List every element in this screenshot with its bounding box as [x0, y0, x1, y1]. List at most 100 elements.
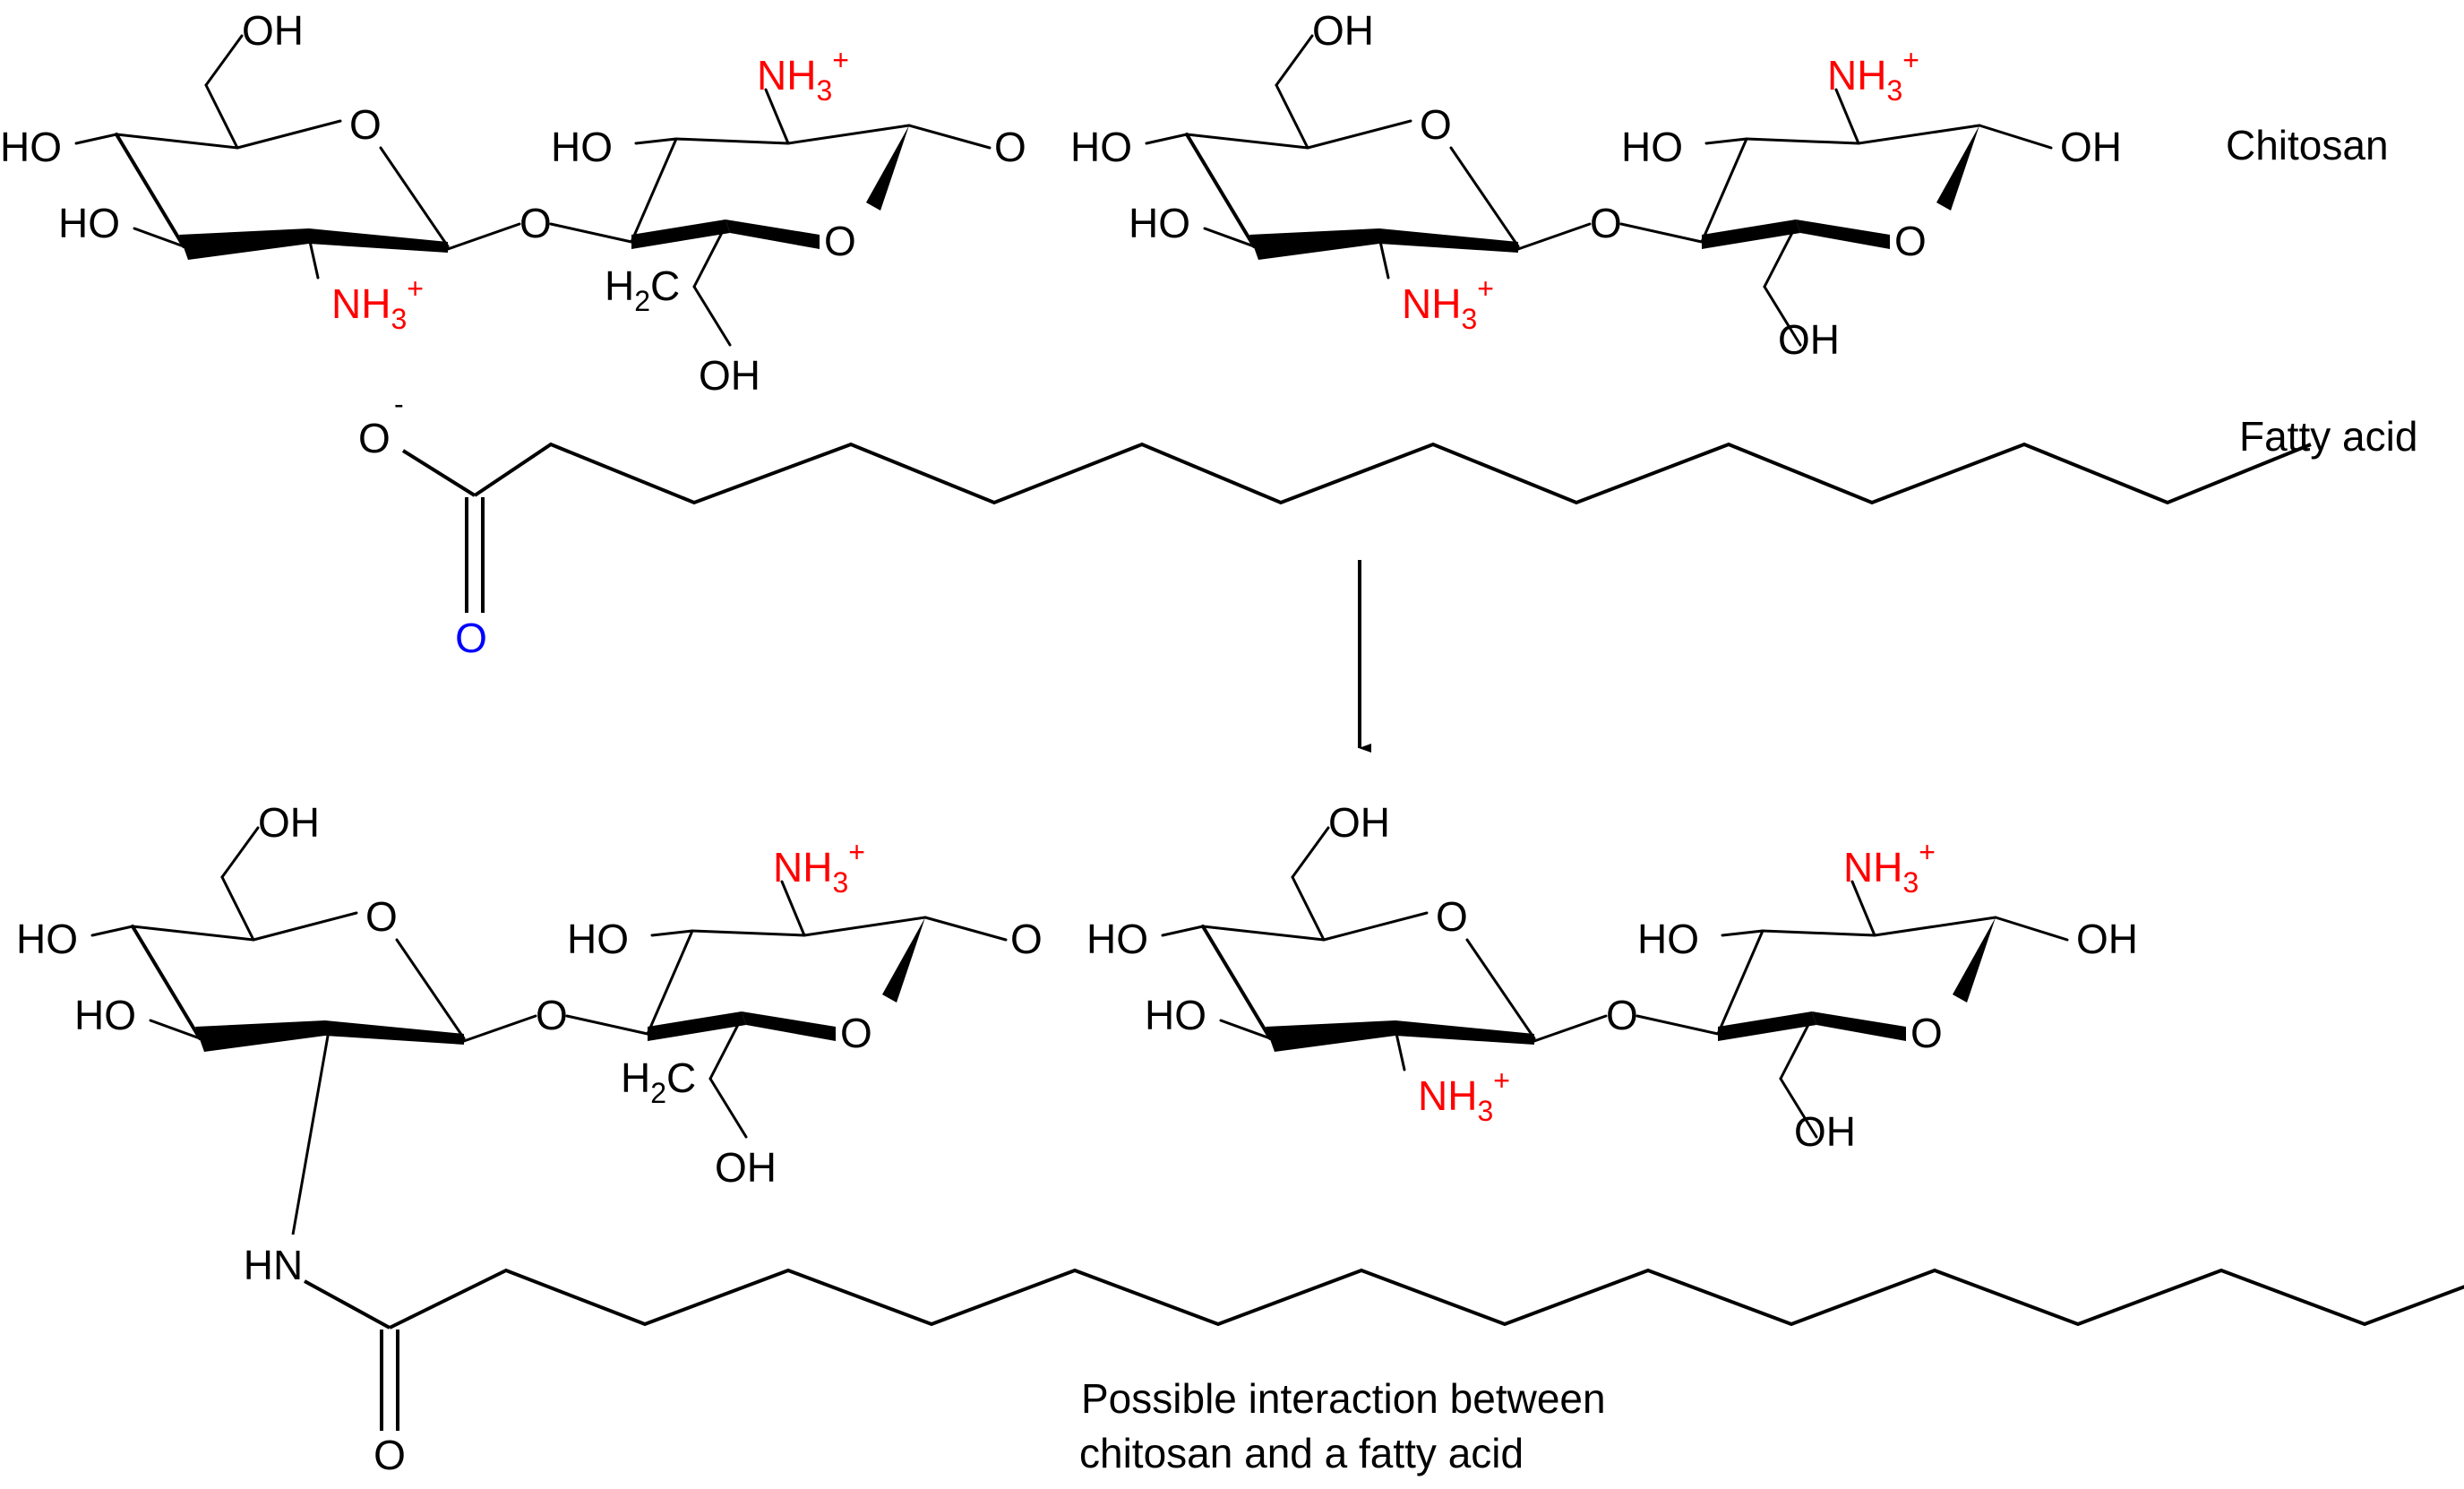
- hydroxymethyl-oh-label: OH: [1312, 7, 1374, 54]
- amide-oxygen-label: O: [373, 1432, 406, 1478]
- amide-fatty-chain: [389, 1268, 2464, 1330]
- methylene-label: H2C: [621, 1054, 696, 1109]
- ring-bond-c3-c2: [1761, 929, 1876, 937]
- amine-label: NH3+: [1843, 836, 1936, 899]
- amine-label: NH3+: [1402, 272, 1494, 335]
- ring-bond-c4-c5: [131, 925, 255, 942]
- hydroxymethyl-oh-bond: [1291, 826, 1330, 879]
- ring-bond-c5-o: [236, 119, 342, 150]
- glycosidic-bond-right: [1619, 222, 1704, 244]
- ring-bold-bond-c3-c2: [179, 228, 309, 260]
- caption-line-1: Possible interaction between: [1081, 1375, 1606, 1422]
- ring-bold-bond-c2-c1: [309, 228, 448, 253]
- ring-bond-c4-c3: [131, 925, 202, 1040]
- glycosidic-bond-right: [1636, 1014, 1720, 1036]
- glycosidic-oxygen-3: O: [1606, 992, 1638, 1038]
- chitosan-label: Chitosan: [2226, 122, 2389, 168]
- ring-bond-c4-c3: [1716, 929, 1764, 1036]
- hydroxymethyl-oh-bond: [204, 34, 244, 87]
- fatty-acid-structure: O - O: [358, 388, 2312, 661]
- ring-bond-c4-c3: [115, 133, 185, 248]
- c4-ho-label: HO: [1086, 916, 1148, 962]
- hydroxymethyl-oh-bond: [708, 1077, 748, 1139]
- ring-bond-c4-c5: [115, 133, 239, 150]
- hydroxymethyl-bond: [1763, 224, 1798, 288]
- hydroxymethyl-bond: [1291, 875, 1326, 942]
- ring-wedge-c1-o: [866, 125, 909, 211]
- ring-bond-c3-c2: [691, 929, 806, 937]
- hydroxymethyl-oh-bond: [220, 826, 260, 879]
- ring-bond-c5-o: [1306, 119, 1412, 150]
- glycosidic-bond-left: [446, 222, 521, 251]
- hydroxymethyl-oh-label: OH: [699, 352, 760, 399]
- hydroxymethyl-oh-bond: [1779, 1077, 1818, 1139]
- ring-bond-c2-c1: [1857, 124, 1981, 145]
- amine-label: NH3+: [757, 44, 849, 107]
- c4-oh-bond: [74, 133, 118, 145]
- glycosidic-bond-right: [565, 1014, 649, 1036]
- amine-bond: [1834, 88, 1860, 145]
- hydroxymethyl-bond: [1779, 1016, 1814, 1080]
- glycosidic-bond-next: [907, 124, 992, 150]
- c4-oh-bond: [1161, 925, 1205, 937]
- c3-ho-label: HO: [551, 124, 613, 170]
- ring-bold-bond-c5-o: [1796, 219, 1890, 249]
- ring-bold-bond-c5-o: [725, 219, 820, 249]
- c3-oh-bond: [650, 929, 694, 937]
- ring-oxygen-label: O: [1436, 893, 1468, 940]
- ring-oxygen-label: O: [1910, 1010, 1943, 1056]
- ring-bold-bond-c3-c2: [1266, 1020, 1395, 1052]
- ring-bond-o-c1: [379, 146, 450, 248]
- glycosidic-bond-next: [923, 916, 1008, 942]
- fatty-acid-label: Fatty acid: [2239, 413, 2417, 460]
- ring-bold-bond-c3-c2: [1249, 228, 1379, 260]
- ring-oxygen-label: O: [349, 101, 382, 148]
- amine-bond: [780, 880, 806, 937]
- c4-ho-label: HO: [0, 124, 62, 170]
- c3-oh-bond: [1203, 227, 1256, 248]
- hydroxymethyl-bond: [220, 875, 255, 942]
- hydroxymethyl-oh-bond: [1763, 285, 1802, 347]
- ring-bold-bond-c2-c1: [1395, 1020, 1534, 1045]
- fatty-acid-chain: [473, 442, 2312, 505]
- hydroxymethyl-oh-label: OH: [242, 7, 304, 54]
- carboxylate-charge: -: [394, 388, 404, 420]
- ring-oxygen-label: O: [365, 893, 398, 940]
- c4-ho-label: HO: [1070, 124, 1132, 170]
- hydroxymethyl-bond: [1275, 83, 1309, 150]
- ring-bond-c4-c3: [630, 137, 678, 244]
- c3-oh-bond: [133, 227, 185, 248]
- glycosidic-bond-right: [549, 222, 633, 244]
- hydroxymethyl-oh-label: OH: [715, 1144, 777, 1191]
- ring-bond-c2-c1: [1873, 916, 1997, 937]
- amine-bond: [1850, 880, 1876, 937]
- hydroxymethyl-bond: [204, 83, 239, 150]
- ring-bold-bond-c2-c1: [1379, 228, 1518, 253]
- ring-wedge-c1-o: [1953, 917, 1996, 1003]
- amide-nitrogen-label: HN: [244, 1242, 303, 1288]
- amine-label: NH3+: [331, 272, 424, 335]
- ring-wedge-c1-o: [1936, 125, 1979, 211]
- anomeric-oh-bond: [1978, 124, 2053, 150]
- anomeric-oh-label: OH: [2076, 916, 2138, 962]
- ring-oxygen-label: O: [1420, 101, 1452, 148]
- glycosidic-bond-left: [462, 1014, 537, 1043]
- anomeric-oh-bond: [1994, 916, 2069, 942]
- caption-line-2: chitosan and a fatty acid: [1079, 1430, 1524, 1476]
- carboxylate-oxygen-label: O: [358, 415, 391, 461]
- glycosidic-oxygen-3: O: [1590, 200, 1622, 246]
- ring-oxygen-label: O: [840, 1010, 872, 1056]
- ring-bond-c4-c3: [646, 929, 694, 1036]
- ring-bond-c4-c3: [1185, 133, 1256, 248]
- ring-bond-c4-c3: [1700, 137, 1748, 244]
- amine-bond: [307, 236, 320, 280]
- c3-ho-label: HO: [1145, 992, 1206, 1038]
- ring-bond-c5-o: [1322, 911, 1429, 942]
- c4-oh-bond: [90, 925, 134, 937]
- ring-bond-o-c1: [1449, 146, 1520, 248]
- glycosidic-oxygen-label: O: [994, 124, 1026, 170]
- c3-ho-label: HO: [58, 200, 120, 246]
